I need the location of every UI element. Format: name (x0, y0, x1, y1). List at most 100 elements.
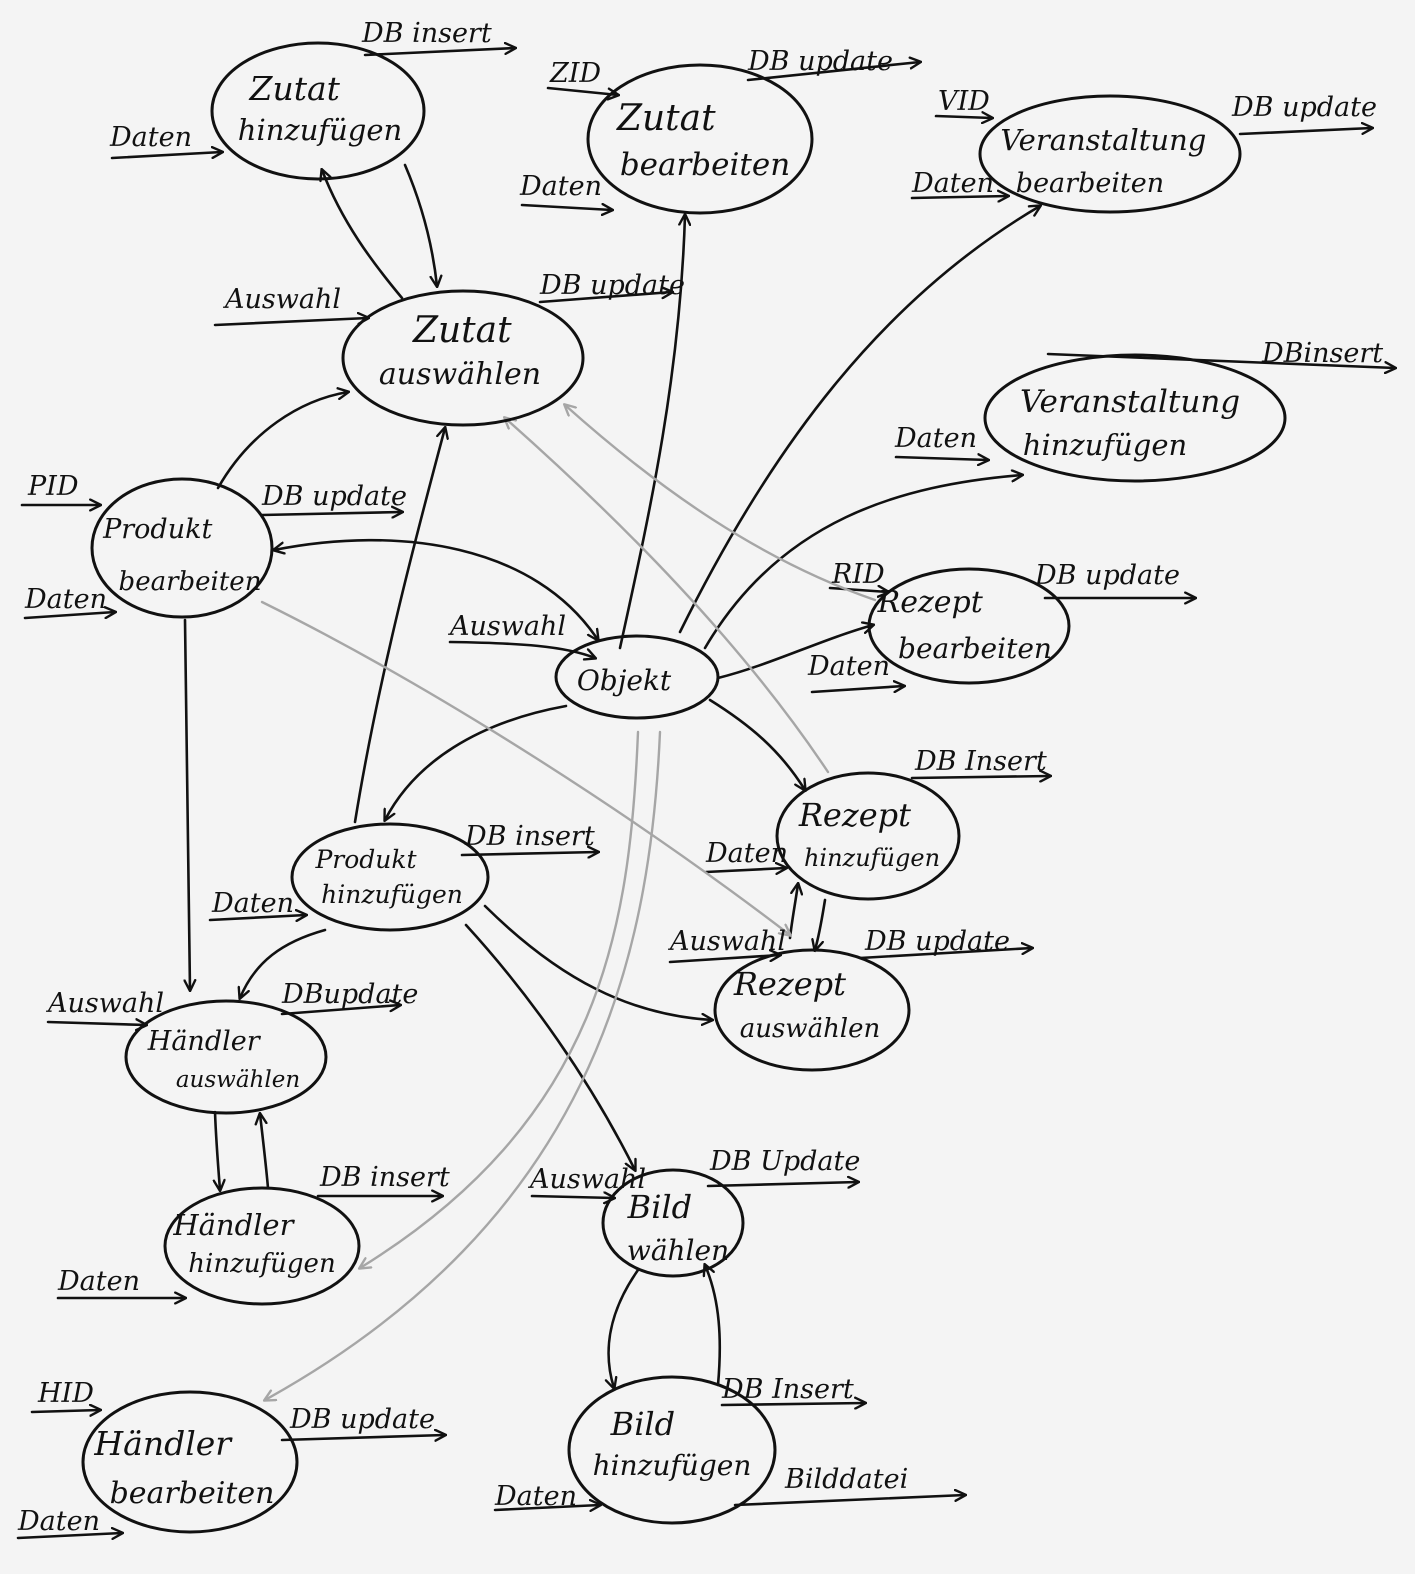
node-zutat-hinzufuegen-shape[interactable] (210, 41, 426, 181)
node-zutat-bearbeiten-shape[interactable] (586, 63, 814, 215)
edge-db-update-haendler-auswaehlen (280, 1005, 400, 1016)
flow-label-haendler-auswaehlen-auswahl: Auswahl (45, 988, 164, 1019)
node-produkt-hinzufuegen-label: Produkt hinzufügen (314, 845, 462, 909)
edge-objekt-to-rezept-hinzufuegen (708, 698, 805, 790)
flow-label-rezept-bearbeiten-db: DB update (1034, 560, 1180, 591)
node-haendler-hinzufuegen-shape[interactable] (163, 1186, 361, 1306)
edge-hid-haendler-bearbeiten (30, 1410, 100, 1412)
node-veranstaltung-bearbeiten-shape[interactable] (978, 94, 1242, 214)
edge-produkt-hinzufuegen-to-bild-waehlen (464, 923, 635, 1170)
node-objekt-shape[interactable] (554, 634, 720, 720)
flow-label-produkt-bearbeiten-db: DB update (261, 481, 407, 512)
flow-label-rezept-auswaehlen-db: DB update (864, 926, 1010, 957)
node-haendler-bearbeiten-label: Händler bearbeiten (93, 1424, 274, 1511)
node-rezept-auswaehlen-shape[interactable] (713, 948, 911, 1072)
node-objekt-label: Objekt (577, 664, 672, 697)
flow-label-rezept-bearbeiten-rid: RID (831, 559, 885, 590)
edge-bilddatei-bild-hinzufuegen (733, 1495, 965, 1507)
flow-label-veranstaltung-hinzufuegen-db: DBinsert (1261, 338, 1383, 369)
nodes (81, 41, 1287, 1534)
flow-label-rezept-hinzufuegen-db: DB Insert (914, 746, 1047, 777)
node-rezept-bearbeiten-label: Rezept bearbeiten (877, 585, 1052, 665)
node-bild-hinzufuegen-label: Bild hinzufügen (593, 1405, 752, 1482)
flow-label-produkt-hinzufuegen-daten: Daten (211, 888, 294, 919)
node-zutat-auswaehlen-shape[interactable] (341, 289, 585, 427)
edge-gray-objekt-to-haendler-bearbeiten (265, 730, 662, 1400)
edge-haendler-hinzufuegen-to-haendler-auswaehlen (260, 1114, 270, 1190)
flow-label-bild-hinzufuegen-datei: Bilddatei (784, 1464, 908, 1495)
edge-gray-objekt-to-haendler-hinzufuegen (360, 730, 640, 1268)
edge-objekt-to-zutat-bearbeiten (618, 215, 685, 650)
edge-objekt-to-veranstaltung-hinzufuegen (703, 475, 1022, 650)
node-labels: Zutat hinzufügen Zutat bearbeiten Verans… (93, 69, 1250, 1511)
edge-daten-haendler-bearbeiten (16, 1533, 122, 1538)
edge-db-update-bild-waehlen (706, 1182, 858, 1186)
node-bild-hinzufuegen-shape[interactable] (567, 1375, 777, 1525)
flow-label-zutat-hinzufuegen-daten: Daten (109, 122, 192, 153)
flow-label-haendler-bearbeiten-hid: HID (37, 1378, 94, 1409)
edge-auswahl-objekt (448, 640, 595, 658)
edge-gray-rezept-bearbeiten-to-zutat-auswaehlen (565, 405, 877, 602)
edge-gray-rezept-hinzufuegen-to-zutat-auswaehlen (505, 418, 830, 774)
flow-label-zutat-bearbeiten-zid: ZID (549, 58, 601, 89)
edge-haendler-auswaehlen-to-haendler-hinzufuegen (215, 1110, 220, 1190)
node-zutat-auswaehlen-label: Zutat auswählen (379, 310, 541, 392)
edge-daten-veranstaltung-hinzufuegen (894, 457, 988, 460)
flow-label-bild-hinzufuegen-daten: Daten (494, 1481, 577, 1512)
flow-label-haendler-bearbeiten-daten: Daten (17, 1506, 100, 1537)
edge-daten-rezept-hinzufuegen (704, 868, 786, 872)
node-veranstaltung-hinzufuegen-shape[interactable] (983, 353, 1287, 483)
node-haendler-bearbeiten-shape[interactable] (81, 1390, 299, 1534)
flow-label-haendler-bearbeiten-db: DB update (289, 1404, 435, 1435)
edge-db-insert-rezept-hinzufuegen (910, 776, 1050, 778)
edge-db-update-zutat-bearbeiten (746, 62, 920, 82)
edge-db-update-haendler-bearbeiten (280, 1435, 445, 1440)
edge-daten-produkt-bearbeiten (23, 612, 115, 620)
flow-label-veranstaltung-bearbeiten-daten: Daten (911, 168, 994, 199)
edge-vid-veranstaltung-bearbeiten (934, 116, 992, 118)
edge-produkt-bearbeiten-to-haendler-auswaehlen (185, 618, 190, 990)
node-rezept-auswaehlen-label: Rezept auswählen (733, 965, 880, 1044)
flow-labels: DB insert Daten ZID Daten DB update VID … (17, 18, 1383, 1537)
node-bild-waehlen-shape[interactable] (601, 1168, 745, 1278)
flow-label-bild-hinzufuegen-db: DB Insert (721, 1374, 854, 1405)
flow-label-zutat-auswaehlen-db: DB update (539, 270, 685, 301)
node-rezept-bearbeiten-shape[interactable] (867, 567, 1071, 685)
edge-daten-rezept-bearbeiten (810, 686, 904, 694)
node-haendler-auswaehlen-label: Händler auswählen (147, 1026, 300, 1093)
node-haendler-hinzufuegen-label: Händler hinzufügen (172, 1208, 335, 1279)
flow-label-zutat-auswaehlen-auswahl: Auswahl (222, 284, 341, 315)
edge-rezept-hinzufuegen-to-rezept-auswaehlen (815, 898, 827, 950)
node-haendler-auswaehlen-shape[interactable] (124, 999, 328, 1115)
edge-auswahl-rezept-auswaehlen (668, 955, 780, 964)
node-zutat-hinzufuegen-label: Zutat hinzufügen (238, 69, 402, 147)
node-produkt-hinzufuegen-shape[interactable] (290, 822, 490, 932)
node-veranstaltung-hinzufuegen-label: Veranstaltung hinzufügen (1020, 384, 1250, 462)
flow-label-produkt-hinzufuegen-db: DB insert (464, 821, 595, 852)
edge-daten-zutat-bearbeiten (520, 205, 612, 210)
flow-label-zutat-bearbeiten-db: DB update (747, 46, 893, 77)
flow-label-rezept-hinzufuegen-daten: Daten (705, 838, 788, 869)
flow-label-veranstaltung-hinzufuegen-daten: Daten (894, 423, 977, 454)
edge-gray-produkt-bearbeiten-to-rezept-auswaehlen (260, 600, 790, 935)
edge-db-update-produkt-bearbeiten (260, 512, 402, 515)
edge-daten-produkt-hinzufuegen (208, 915, 306, 920)
flow-label-haendler-hinzufuegen-daten: Daten (57, 1266, 140, 1297)
flow-label-rezept-auswaehlen-auswahl: Auswahl (667, 926, 786, 957)
edge-auswahl-bild-waehlen (530, 1196, 614, 1198)
flow-label-haendler-auswaehlen-db: DBupdate (281, 979, 418, 1010)
edge-db-insert-zutat-hinzufuegen (363, 48, 515, 57)
node-rezept-hinzufuegen-shape[interactable] (775, 771, 961, 901)
flow-label-rezept-bearbeiten-daten: Daten (807, 651, 890, 682)
edge-bild-waehlen-to-bild-hinzufuegen (609, 1268, 640, 1388)
node-produkt-bearbeiten-shape[interactable] (90, 477, 274, 619)
flow-label-haendler-hinzufuegen-db: DB insert (319, 1162, 450, 1193)
edge-zid-zutat-bearbeiten (546, 86, 618, 95)
flow-label-produkt-bearbeiten-daten: Daten (24, 584, 107, 615)
edge-rid-rezept-bearbeiten (828, 588, 888, 592)
flow-label-veranstaltung-bearbeiten-vid: VID (938, 86, 990, 117)
flow-label-objekt-auswahl: Auswahl (447, 611, 566, 642)
edge-objekt-to-rezept-bearbeiten (716, 625, 873, 680)
edge-objekt-to-produkt-hinzufuegen (385, 704, 568, 820)
